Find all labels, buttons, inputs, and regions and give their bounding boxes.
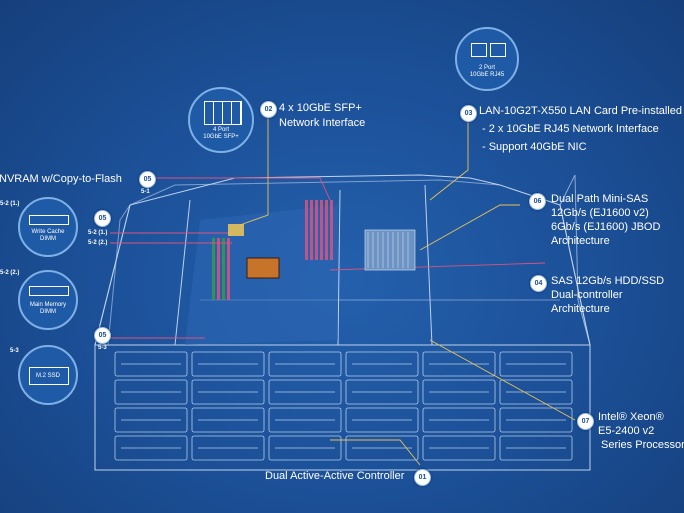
drive-bay — [499, 351, 573, 377]
nvram-label: NVRAM w/Copy-to-Flash — [0, 173, 122, 185]
callout-05b-number: 05 — [94, 327, 111, 344]
ssd-tag: 5-3 — [10, 348, 19, 354]
memory-slot — [325, 200, 328, 260]
sfp-port-icon — [204, 101, 242, 125]
memory-slot — [330, 200, 333, 260]
drive-bay — [191, 351, 265, 377]
mem-line2: DIMM — [40, 309, 56, 315]
callout-05b-sub: 5-3 — [98, 345, 107, 351]
nvram-sub: 5-1 — [141, 189, 150, 195]
dimm-slot — [217, 238, 220, 300]
callout-05a-sub2: 5-2 (2.) — [88, 240, 108, 246]
ssd-line1: M.2 SSD — [35, 373, 60, 379]
drive-bay — [422, 435, 496, 461]
callout-03-number: 03 — [460, 105, 477, 122]
memory-slot — [315, 200, 318, 260]
callout-04-line2: Dual-controller — [551, 289, 623, 301]
drive-bay — [268, 351, 342, 377]
drive-bay — [268, 435, 342, 461]
callout-04-number: 04 — [530, 275, 547, 292]
callout-03-line3: - Support 40GbE NIC — [482, 141, 587, 153]
main-memory-badge: Main Memory DIMM — [18, 270, 78, 330]
rj45-badge-line1: 2 Port — [478, 65, 495, 71]
sfp-badge: 4 Port 10GbE SFP+ — [188, 87, 254, 153]
drive-bay — [268, 407, 342, 433]
rj45-badge: 2 Port 10GbE RJ45 — [455, 27, 519, 91]
callout-07-line1: Intel® Xeon® — [598, 411, 664, 423]
dimm-slot — [222, 238, 225, 300]
sfp-badge-line2: 10GbE SFP+ — [203, 134, 239, 140]
drive-bay — [114, 379, 188, 405]
callout-04-line1: SAS 12Gb/s HDD/SSD — [551, 275, 665, 287]
rj45-port-icon — [490, 43, 506, 57]
memory-slot — [305, 200, 308, 260]
cache-line1: Write Cache — [31, 229, 65, 235]
callout-05a-sub1: 5-2 (1.) — [88, 230, 108, 236]
dimm-icon — [29, 286, 69, 296]
callout-07-number: 07 — [577, 413, 594, 430]
callout-06-line3: 6Gb/s (EJ1600) JBOD — [551, 221, 661, 233]
drive-bay — [422, 351, 496, 377]
sfp-badge-line1: 4 Port — [212, 127, 229, 133]
callout-02-number: 02 — [260, 101, 277, 118]
callout-02-line2: Network Interface — [279, 117, 366, 129]
callout-07-line3: Series Processor — [601, 439, 684, 451]
mem-line1: Main Memory — [29, 302, 67, 308]
callout-01-label: Dual Active-Active Controller — [265, 470, 405, 482]
drive-bay — [499, 379, 573, 405]
ssd-icon — [29, 367, 69, 385]
drive-bay — [422, 407, 496, 433]
drive-bay — [191, 435, 265, 461]
drive-bay — [345, 407, 419, 433]
callout-05a-number: 05 — [94, 210, 111, 227]
write-cache-badge: Write Cache DIMM — [18, 197, 78, 257]
drive-bay — [345, 379, 419, 405]
cache-tag: 5-2 (1.) — [0, 201, 20, 207]
drive-bay — [499, 435, 573, 461]
dimm-slot — [227, 238, 230, 300]
drive-bay — [114, 351, 188, 377]
drive-bay — [268, 379, 342, 405]
drive-bay — [345, 351, 419, 377]
rj45-port-icon — [471, 43, 487, 57]
nvram-number: 05 — [139, 171, 156, 188]
m2-ssd-badge: M.2 SSD — [18, 345, 78, 405]
cache-line2: DIMM — [40, 236, 56, 242]
drive-bay — [345, 435, 419, 461]
callout-07-line2: E5-2400 v2 — [598, 425, 655, 437]
callout-04-line3: Architecture — [551, 303, 610, 315]
drive-bay — [422, 379, 496, 405]
drive-bay — [114, 435, 188, 461]
memory-slot — [320, 200, 323, 260]
memory-slot — [310, 200, 313, 260]
drive-bay — [499, 407, 573, 433]
rj45-badge-line2: 10GbE RJ45 — [469, 72, 505, 78]
callout-01-number: 01 — [414, 469, 431, 486]
drive-bay — [191, 407, 265, 433]
drive-bay — [114, 407, 188, 433]
callout-06-line1: Dual Path Mini-SAS — [551, 193, 649, 205]
callout-06-number: 06 — [529, 193, 546, 210]
dimm-icon — [29, 215, 69, 225]
callout-02-line1: 4 x 10GbE SFP+ — [279, 102, 362, 114]
callout-03-line1: LAN-10G2T-X550 LAN Card Pre-installed — [479, 105, 682, 117]
callout-06-line2: 12Gb/s (EJ1600 v2) — [551, 207, 649, 219]
dimm-slot — [212, 238, 215, 300]
callout-03-line2: - 2 x 10GbE RJ45 Network Interface — [482, 123, 659, 135]
drive-bay — [191, 379, 265, 405]
mem-tag: 5-2 (2.) — [0, 270, 20, 276]
callout-06-line4: Architecture — [551, 235, 610, 247]
